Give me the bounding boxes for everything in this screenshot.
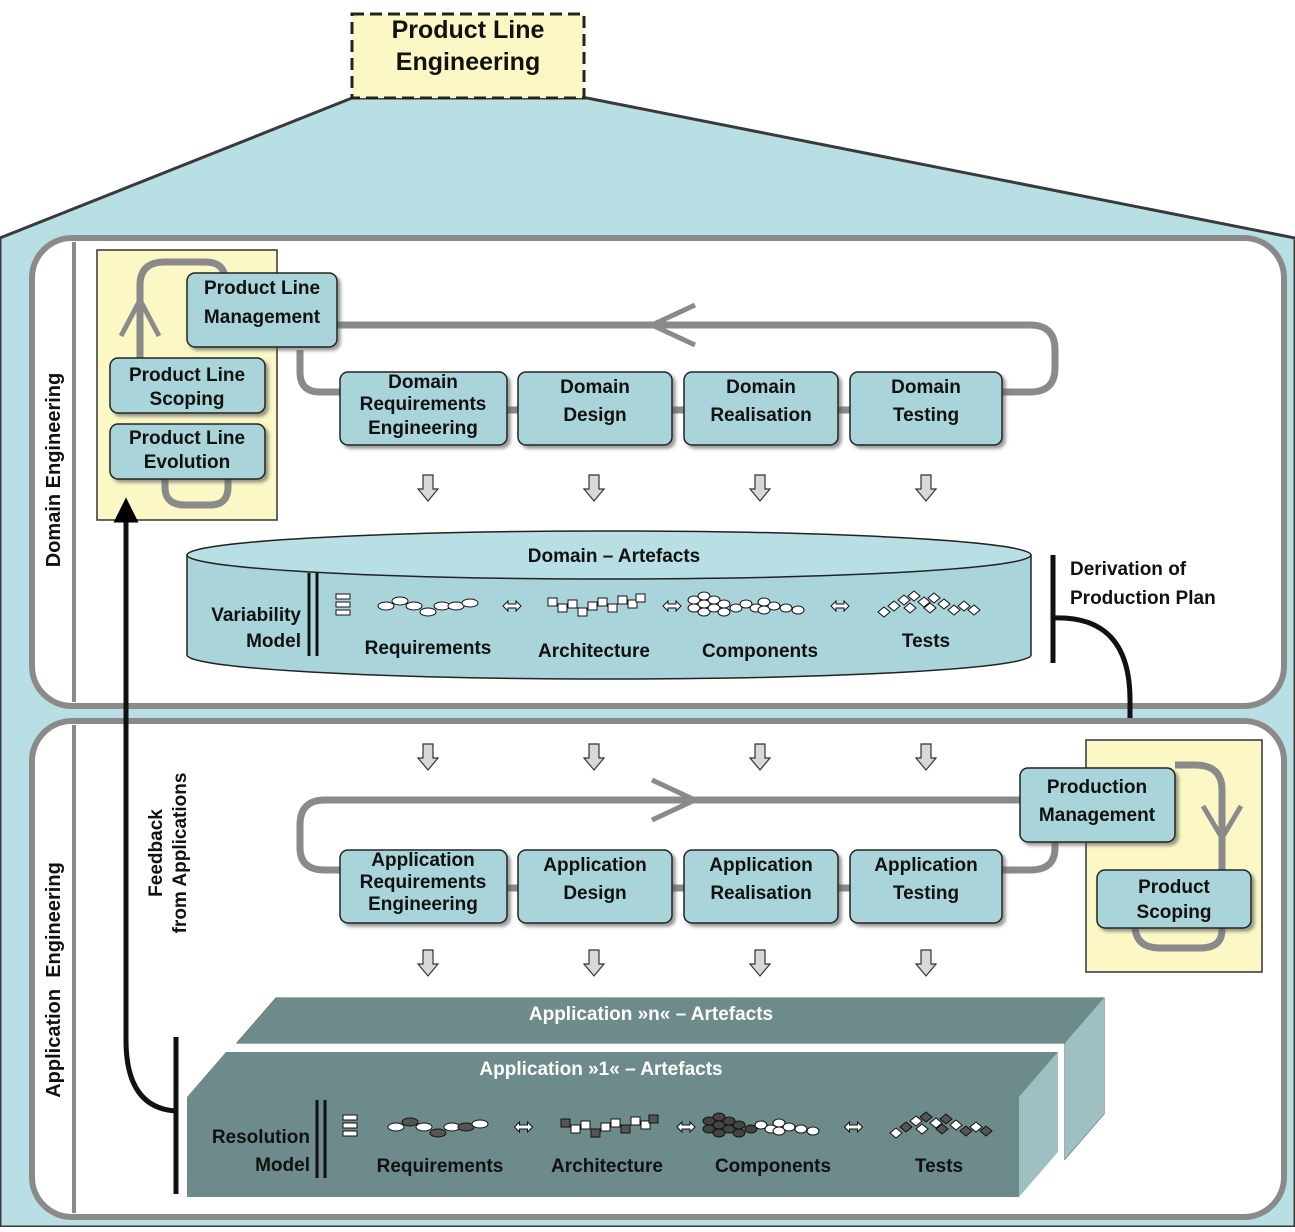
domain-step-label: Requirements: [360, 394, 487, 415]
domain-step-label: Domain: [726, 377, 796, 398]
application-step-label: Application: [371, 850, 474, 871]
feedback-line2: from Applications: [170, 773, 191, 934]
domain-step-label: Engineering: [368, 418, 478, 439]
production-management-box: [1019, 767, 1176, 843]
application-step-box: [849, 849, 1003, 924]
application-step-label: Testing: [893, 883, 959, 904]
domain-step-box: [517, 371, 673, 446]
components-icon: [687, 591, 805, 617]
application-step-label: Application: [543, 855, 646, 876]
application-step-label: Design: [563, 883, 626, 904]
domain-loop: [118, 258, 1059, 509]
application-step-label: Application: [709, 855, 812, 876]
pl-management-line2: Management: [204, 307, 321, 328]
model-glyph-icon: [342, 1114, 358, 1137]
domain-step-label: Testing: [893, 405, 959, 426]
derivation-arrow: Derivation of Production Plan: [1050, 555, 1216, 758]
application-step-label: Engineering: [368, 894, 478, 915]
tests-icon: [889, 1111, 993, 1139]
pl-evolution-line2: Evolution: [144, 452, 231, 473]
requirements-icon: [387, 1117, 489, 1138]
derivation-line2: Production Plan: [1070, 588, 1216, 609]
variability-model-line1: Variability: [211, 605, 301, 626]
artefact-icons-row: [342, 1111, 993, 1139]
domain-artefacts-cylinder: Domain – Artefacts Variability Model Req…: [186, 530, 1032, 680]
title-box: Product Line Engineering: [350, 12, 586, 100]
application-1-title: Application »1« – Artefacts: [479, 1059, 722, 1080]
production-management-line2: Management: [1039, 805, 1156, 826]
artefact-label: Tests: [902, 631, 950, 652]
pl-scoping-line2: Scoping: [150, 389, 225, 410]
artefact-label: Requirements: [377, 1156, 504, 1177]
application-engineering-label: Application Engineering: [43, 862, 65, 1098]
product-scoping-line2: Scoping: [1137, 902, 1212, 923]
title-line2: Engineering: [396, 48, 540, 76]
artefact-label: Architecture: [551, 1156, 663, 1177]
pl-management-box: [186, 272, 338, 348]
feedback-line1: Feedback: [146, 809, 167, 897]
application-step-box: [683, 849, 839, 924]
application-step-box: [339, 849, 508, 924]
double-arrow-icon: [662, 599, 682, 613]
artefact-label: Architecture: [538, 641, 650, 662]
variability-model-line2: Model: [246, 631, 301, 652]
application-step-label: Realisation: [710, 883, 811, 904]
domain-step-box: [683, 371, 839, 446]
artefact-icons-row: [335, 590, 981, 618]
double-arrow-icon: [502, 599, 522, 613]
domain-step-box: [339, 371, 508, 446]
pl-evolution-line1: Product Line: [129, 428, 245, 449]
domain-step-label: Domain: [388, 372, 458, 393]
pl-management-line1: Product Line: [204, 278, 320, 299]
domain-step-label: Design: [563, 405, 626, 426]
resolution-model-line1: Resolution: [212, 1127, 310, 1148]
application-step-box: [517, 849, 673, 924]
application-1-artefacts: Application »1« – Artefacts Resolution M…: [187, 1052, 1058, 1197]
domain-engineering-label: Domain Engineering: [43, 373, 65, 567]
artefact-label: Requirements: [365, 638, 492, 659]
derivation-line1: Derivation of: [1070, 559, 1187, 580]
application-step-label: Application: [874, 855, 977, 876]
double-arrow-icon: [676, 1120, 696, 1134]
artefact-label: Components: [715, 1156, 831, 1177]
application-n-title: Application »n« – Artefacts: [529, 1004, 773, 1025]
model-glyph-icon: [335, 593, 351, 616]
title-line1: Product Line: [392, 16, 545, 44]
double-arrow-icon: [513, 1120, 534, 1134]
application-n-artefacts: Application »n« – Artefacts: [235, 997, 1105, 1161]
product-scoping-box: [1096, 869, 1252, 929]
architecture-icon: [560, 1114, 659, 1138]
pl-evolution-box: [109, 423, 266, 480]
application-step-label: Requirements: [360, 872, 487, 893]
domain-artefacts-title: Domain – Artefacts: [528, 546, 700, 567]
domain-step-label: Domain: [560, 377, 630, 398]
double-arrow-icon: [843, 1120, 864, 1134]
domain-step-label: Domain: [891, 377, 961, 398]
pl-scoping-line1: Product Line: [129, 365, 245, 386]
production-management-line1: Production: [1047, 777, 1147, 798]
tests-icon: [877, 590, 981, 618]
feedback-arrow: [113, 497, 179, 1194]
components-icon: [702, 1112, 820, 1138]
domain-step-box: [849, 371, 1003, 446]
domain-step-label: Realisation: [710, 405, 811, 426]
architecture-icon: [547, 593, 646, 617]
requirements-icon: [377, 596, 479, 617]
pl-scoping-box: [109, 357, 266, 414]
artefact-label: Tests: [915, 1156, 963, 1177]
artefact-label: Components: [702, 641, 818, 662]
double-arrow-icon: [830, 599, 850, 613]
resolution-model-line2: Model: [255, 1155, 310, 1176]
product-scoping-line1: Product: [1138, 877, 1210, 898]
